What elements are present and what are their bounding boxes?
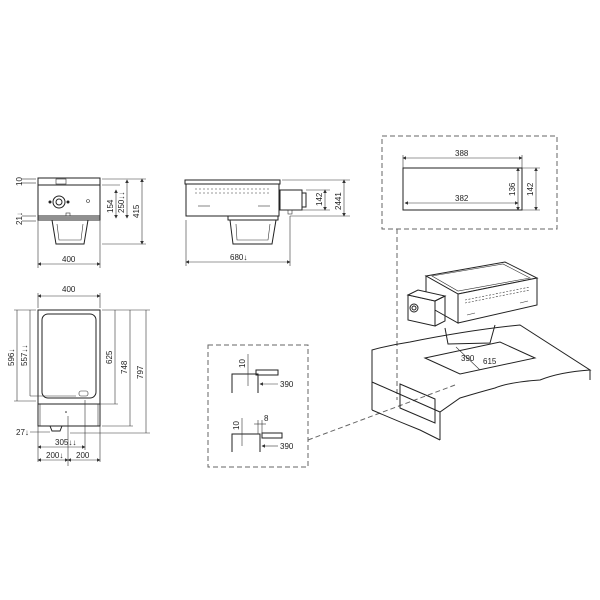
dim-200-left: 200↓: [46, 451, 63, 460]
dim-27: 27↓: [16, 428, 29, 437]
dim-615-iso: 615: [483, 357, 497, 366]
iso-view: 390 615: [307, 229, 592, 441]
cutout-detail: 388 382 136 142: [381, 135, 558, 230]
dim-400-top: 400: [62, 285, 76, 294]
top-view: 400 596↓ 557↓↓ 625 748 797 27↓: [7, 285, 150, 466]
dim-2441: 2441: [334, 192, 343, 210]
mount-detail: 10 390 10 8 390: [207, 344, 309, 468]
dim-390-lower: 390: [280, 442, 294, 451]
dim-390-iso: 390: [461, 354, 475, 363]
dim-797: 797: [136, 365, 145, 379]
dim-200-right: 200: [76, 451, 90, 460]
dim-21: 21↓: [15, 212, 24, 225]
dim-390-upper: 390: [280, 380, 294, 389]
dim-154: 154: [106, 199, 115, 213]
dim-382: 382: [455, 194, 469, 203]
dim-596: 596↓: [7, 349, 16, 366]
dim-142-side: 142: [315, 192, 324, 206]
dim-388: 388: [455, 149, 469, 158]
dim-415: 415: [132, 204, 141, 218]
dim-680: 680↓: [230, 253, 247, 262]
side-view: 142 2441 680↓: [184, 179, 350, 266]
dim-136: 136: [508, 182, 517, 196]
dim-142-cutout: 142: [526, 182, 535, 196]
dim-625: 625: [105, 350, 114, 364]
dim-748: 748: [120, 360, 129, 374]
dim-250: 250↓↓: [117, 192, 126, 213]
dim-400-front: 400: [62, 255, 76, 264]
dim-10-lower: 10: [232, 421, 241, 430]
dim-10: 10: [15, 177, 24, 186]
front-view: 10 21↓ 154 250↓↓ 415 400: [15, 177, 146, 268]
dim-557: 557↓↓: [20, 345, 29, 366]
dim-8: 8: [264, 414, 269, 423]
dim-10-upper: 10: [238, 359, 247, 368]
dim-305: 305↓↓: [55, 438, 76, 447]
